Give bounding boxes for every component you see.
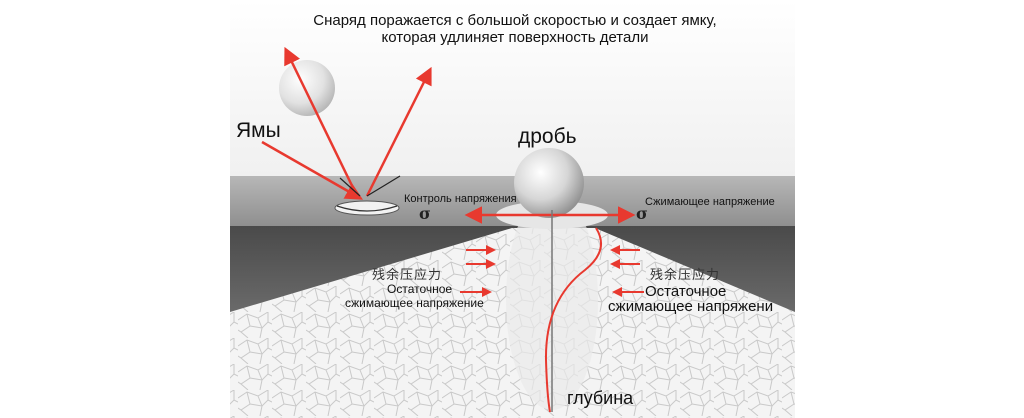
incoming-arrow-1 (284, 46, 359, 197)
residual-zh-right: 残余压应力 (650, 267, 721, 282)
compressive-stress-label: Сжимающее напряжение (645, 196, 775, 208)
sigma-left: σ (419, 204, 431, 223)
diagram-title: Снаряд поражается с большой скоростью и … (230, 12, 800, 47)
shot-label: дробь (518, 125, 577, 148)
residual-left-line-2: сжимающее напряжение (345, 296, 484, 310)
shot-ball (514, 148, 584, 218)
rebound-black-2 (339, 177, 361, 197)
pits-label: Ямы (236, 119, 281, 142)
rebound-black-1 (366, 175, 401, 197)
pit-arrow (261, 140, 364, 200)
pit-dimple (334, 200, 400, 216)
residual-zh-left: 残余压应力 (372, 267, 443, 282)
residual-left-line-1: Остаточное (387, 282, 453, 296)
residual-right-line-1: Остаточное (645, 283, 727, 300)
incoming-arrow-2 (365, 66, 432, 197)
stress-control-label: Контроль напряжения (404, 193, 517, 205)
ghost-shot-ball (279, 60, 335, 116)
sigma-right: σ (636, 204, 648, 223)
pit-dimple-shadow (336, 205, 398, 212)
stress-profile-curve (544, 227, 603, 413)
depth-label: глубина (567, 388, 634, 408)
title-line-2: которая удлиняет поверхность детали (381, 29, 649, 47)
title-line-1: Снаряд поражается с большой скоростью и … (313, 12, 717, 29)
residual-right-line-2: сжимающее напряжени (608, 298, 774, 315)
